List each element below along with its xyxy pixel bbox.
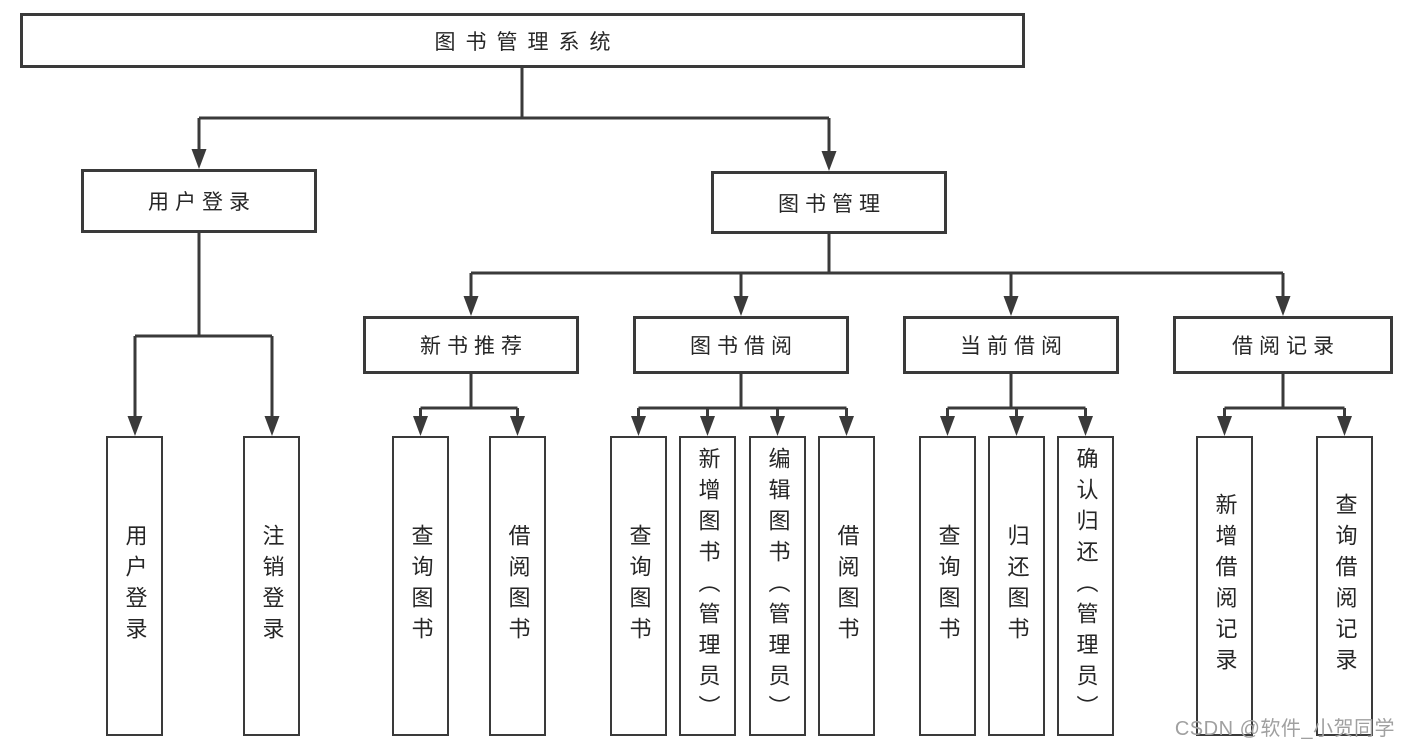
arrowhead — [733, 296, 749, 316]
leaf-logout: 注销登录 — [243, 436, 300, 736]
connector-user-login-children — [127, 233, 280, 436]
arrowhead — [463, 296, 479, 316]
connector-book-management-to-level3 — [463, 234, 1291, 316]
leaf-query-books-borrow: 查询图书 — [610, 436, 667, 736]
leaf-label: 借阅图书 — [505, 524, 531, 648]
leaf-add-borrow-record: 新增借阅记录 — [1196, 436, 1253, 736]
arrowhead — [1217, 416, 1232, 436]
node-current-borrowing: 当前借阅 — [903, 316, 1119, 374]
connector-path — [637, 374, 848, 418]
leaf-confirm-return-admin: 确认归还（管理员） — [1057, 436, 1114, 736]
node-library-management-system: 图书管理系统 — [20, 13, 1025, 68]
node-borrowing-records: 借阅记录 — [1173, 316, 1393, 374]
leaf-label: 查询借阅记录 — [1332, 493, 1358, 679]
connector-path — [419, 374, 519, 418]
arrowhead — [940, 416, 955, 436]
connector-path — [133, 233, 274, 418]
leaf-label: 确认归还（管理员） — [1073, 446, 1099, 726]
node-book-borrowing: 图书借阅 — [633, 316, 849, 374]
connector-path — [469, 234, 1285, 298]
arrowhead — [191, 149, 207, 169]
leaf-label: 归还图书 — [1004, 524, 1030, 648]
leaf-label: 编辑图书（管理员） — [765, 446, 791, 726]
connector-path — [197, 68, 831, 153]
node-book-management: 图书管理 — [711, 171, 947, 234]
arrowhead — [127, 416, 143, 436]
leaf-query-borrow-record: 查询借阅记录 — [1316, 436, 1373, 736]
leaf-borrow-books: 借阅图书 — [818, 436, 875, 736]
leaf-query-books-current: 查询图书 — [919, 436, 976, 736]
leaf-label: 查询图书 — [408, 524, 434, 648]
connector-root-to-level2 — [191, 68, 837, 171]
watermark-text: CSDN @软件_小贺同学 — [1174, 718, 1395, 740]
leaf-label: 查询图书 — [935, 524, 961, 648]
arrowhead — [413, 416, 428, 436]
leaf-return-books: 归还图书 — [988, 436, 1045, 736]
connector-path — [1223, 374, 1346, 418]
leaf-label: 注销登录 — [259, 524, 285, 648]
connector-new-book-children — [413, 374, 525, 436]
arrowhead — [1078, 416, 1093, 436]
connector-path — [946, 374, 1087, 418]
arrowhead — [264, 416, 280, 436]
arrowhead — [631, 416, 646, 436]
connector-borrow-records-children — [1217, 374, 1352, 436]
arrowhead — [1009, 416, 1024, 436]
arrowhead — [1003, 296, 1019, 316]
connector-book-borrow-children — [631, 374, 854, 436]
arrowhead — [1275, 296, 1291, 316]
arrowhead — [839, 416, 854, 436]
leaf-add-book-admin: 新增图书（管理员） — [679, 436, 736, 736]
node-user-login: 用户登录 — [81, 169, 317, 233]
leaf-edit-book-admin: 编辑图书（管理员） — [749, 436, 806, 736]
leaf-label: 新增借阅记录 — [1212, 493, 1238, 679]
arrowhead — [510, 416, 525, 436]
leaf-label: 借阅图书 — [834, 524, 860, 648]
connector-current-borrow-children — [940, 374, 1093, 436]
leaf-label: 新增图书（管理员） — [695, 446, 721, 726]
arrowhead — [700, 416, 715, 436]
leaf-borrow-books-recommend: 借阅图书 — [489, 436, 546, 736]
arrowhead — [821, 151, 837, 171]
leaf-label: 查询图书 — [626, 524, 652, 648]
leaf-query-books-recommend: 查询图书 — [392, 436, 449, 736]
arrowhead — [1337, 416, 1352, 436]
arrowhead — [770, 416, 785, 436]
leaf-label: 用户登录 — [122, 524, 148, 648]
node-new-book-recommendation: 新书推荐 — [363, 316, 579, 374]
leaf-user-login: 用户登录 — [106, 436, 163, 736]
